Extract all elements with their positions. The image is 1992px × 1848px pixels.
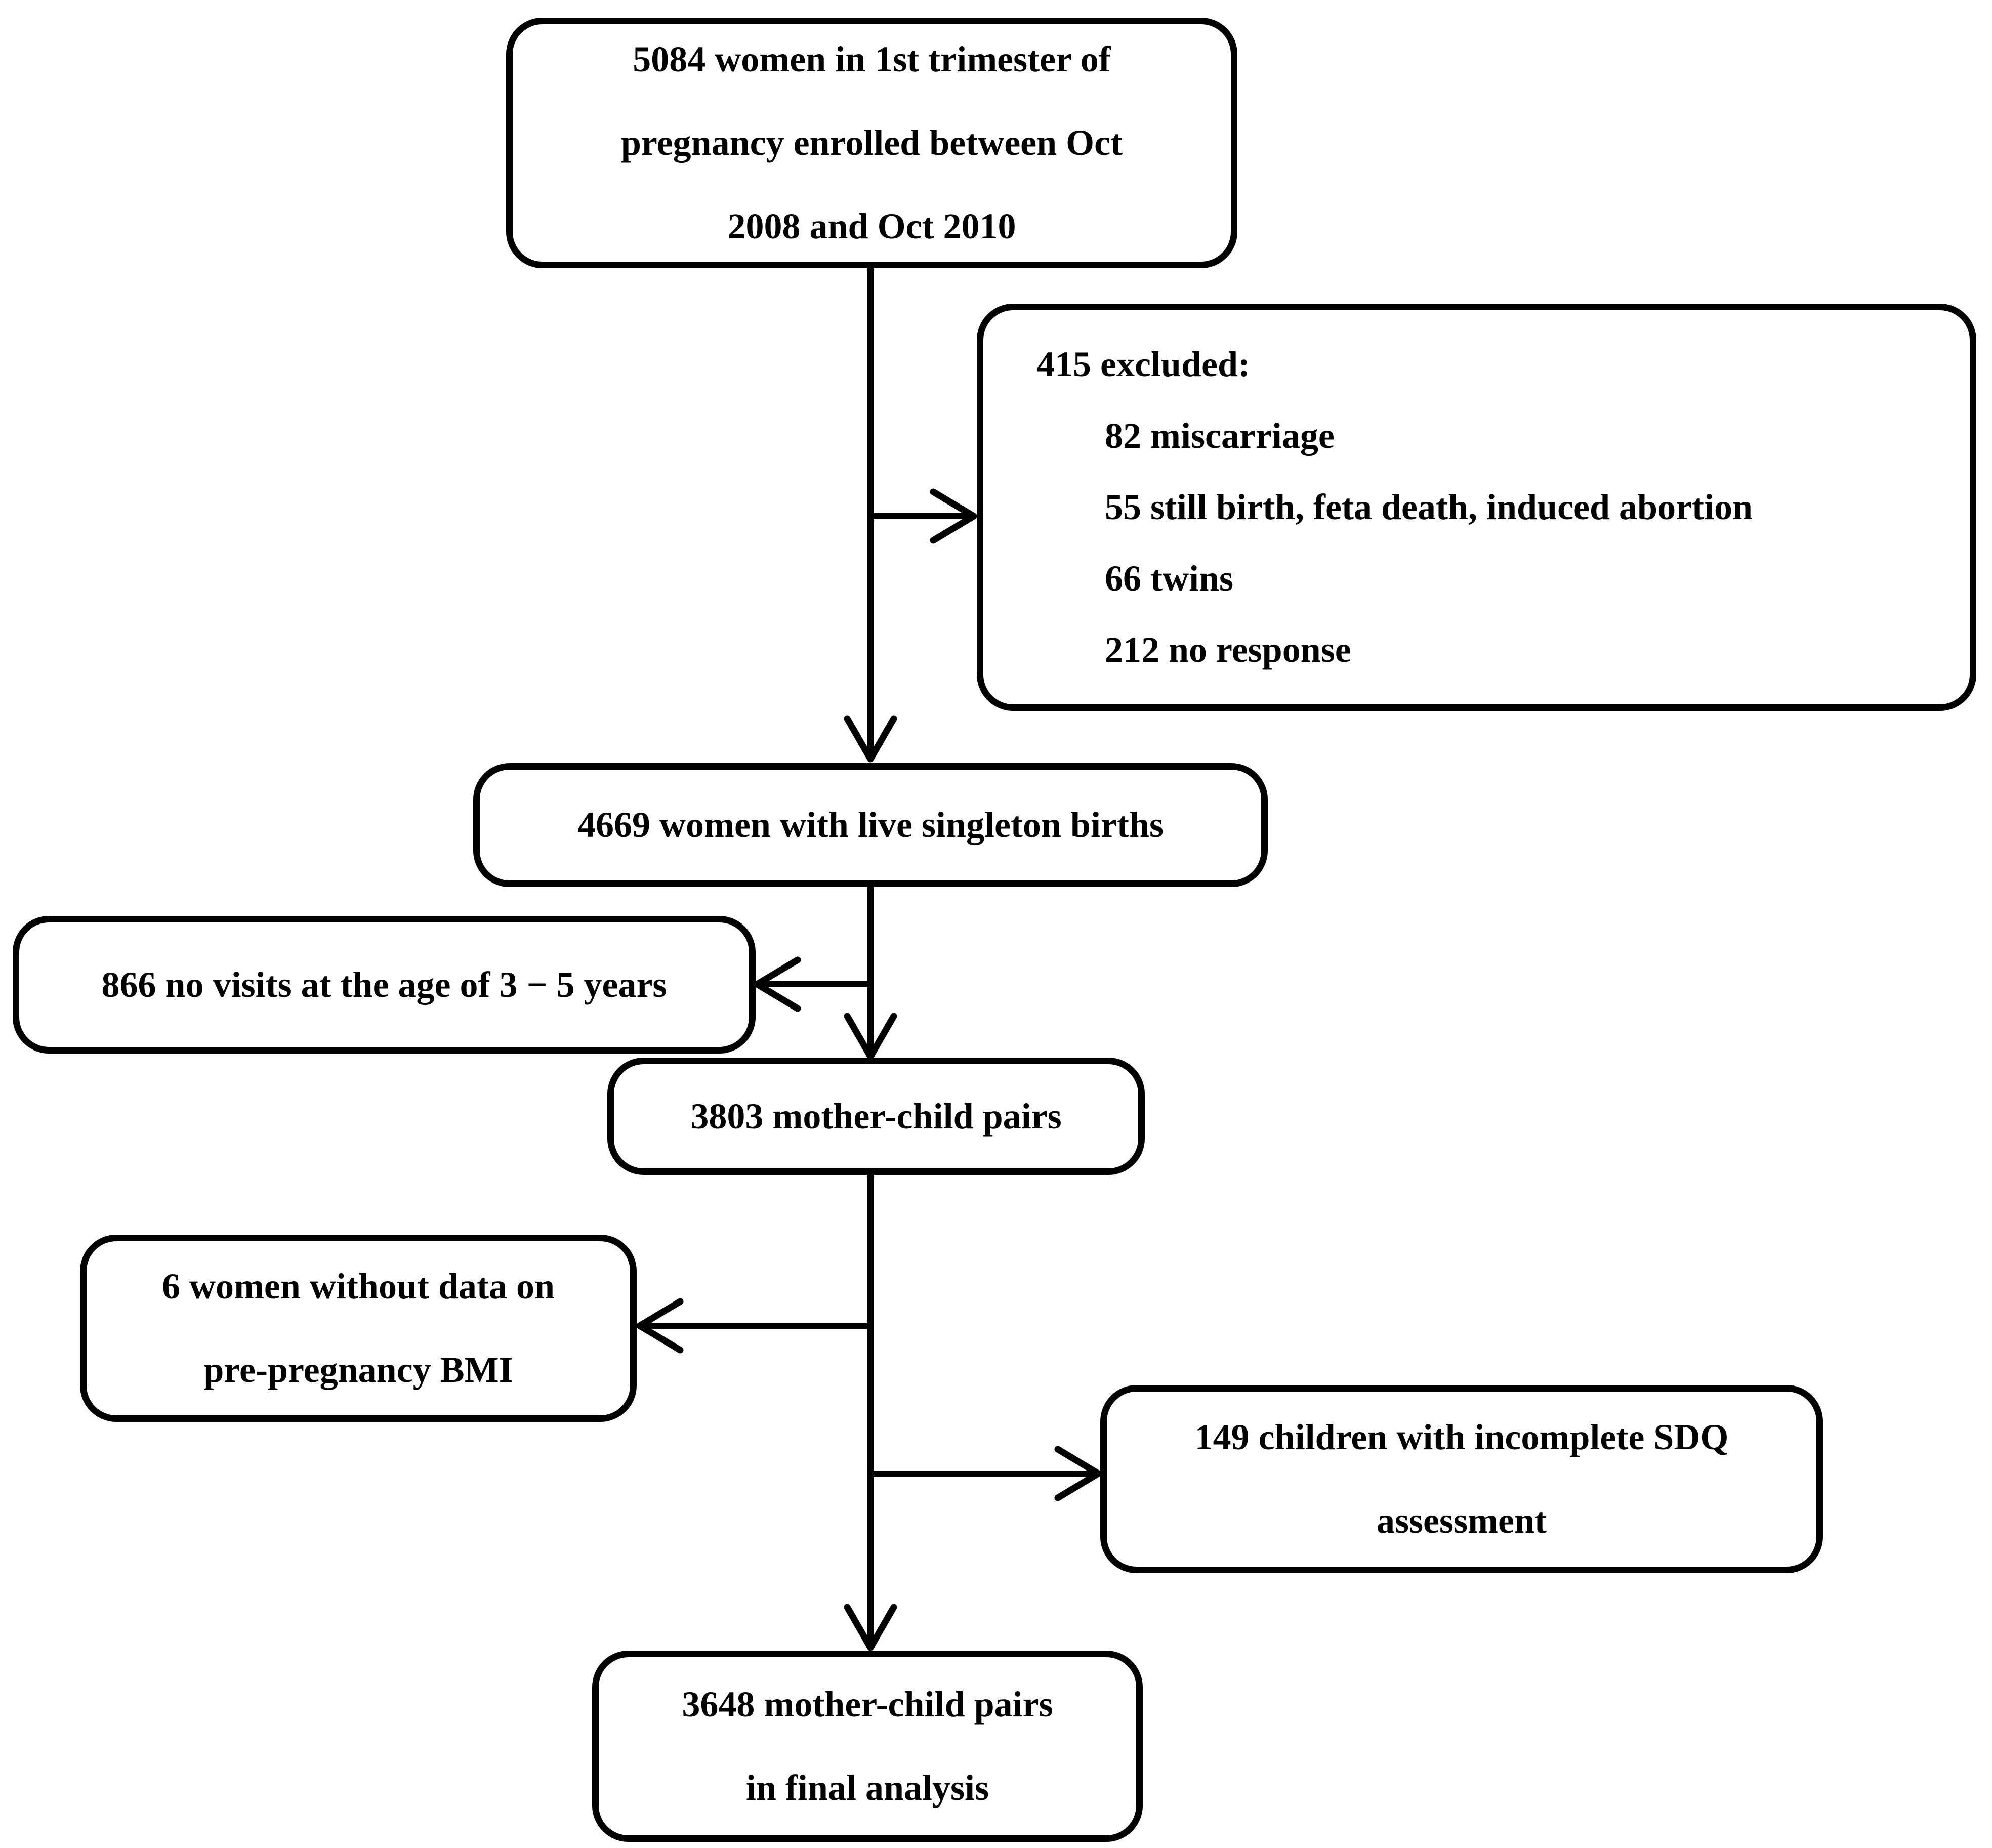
box-no-visits: 866 no visits at the age of 3 − 5 years bbox=[13, 916, 756, 1054]
box-incomplete-sdq-line-1: 149 children with incomplete SDQ bbox=[1194, 1417, 1729, 1457]
box-enrolled-line-2: pregnancy enrolled between Oct bbox=[620, 122, 1123, 163]
box-excluded-item-4: 212 no response bbox=[1105, 629, 1351, 670]
box-singleton-births-text: 4669 women with live singleton births bbox=[577, 805, 1164, 845]
arrowhead-down-icon bbox=[844, 1013, 897, 1060]
box-enrolled: 5084 women in 1st trimester of pregnancy… bbox=[506, 18, 1237, 268]
arrowhead-right-icon bbox=[930, 488, 977, 544]
arrowhead-left-icon bbox=[636, 1298, 684, 1354]
box-no-visits-text: 866 no visits at the age of 3 − 5 years bbox=[101, 964, 667, 1005]
box-no-bmi-line-2: pre-pregnancy BMI bbox=[203, 1350, 513, 1390]
box-excluded-item-3: 66 twins bbox=[1105, 558, 1234, 599]
box-final-analysis: 3648 mother-child pairs in final analysi… bbox=[592, 1651, 1143, 1842]
box-excluded-item-1: 82 miscarriage bbox=[1105, 415, 1335, 456]
box-excluded-item-2: 55 still birth, feta death, induced abor… bbox=[1105, 487, 1753, 527]
box-excluded: 415 excluded: 82 miscarriage 55 still bi… bbox=[977, 304, 1976, 711]
box-incomplete-sdq: 149 children with incomplete SDQ assessm… bbox=[1100, 1385, 1823, 1573]
arrowhead-left-icon bbox=[754, 956, 801, 1012]
box-enrolled-line-1: 5084 women in 1st trimester of bbox=[633, 39, 1111, 79]
box-no-bmi: 6 women without data on pre-pregnancy BM… bbox=[80, 1235, 637, 1422]
box-mother-child-pairs-text: 3803 mother-child pairs bbox=[690, 1096, 1062, 1137]
arrowhead-down-icon bbox=[844, 715, 897, 763]
box-no-bmi-line-1: 6 women without data on bbox=[161, 1266, 555, 1307]
box-excluded-content: 415 excluded: 82 miscarriage 55 still bi… bbox=[983, 329, 1970, 686]
arrowhead-right-icon bbox=[1054, 1446, 1102, 1501]
box-final-analysis-line-1: 3648 mother-child pairs bbox=[682, 1684, 1053, 1725]
box-final-analysis-line-2: in final analysis bbox=[745, 1768, 989, 1808]
box-mother-child-pairs: 3803 mother-child pairs bbox=[607, 1058, 1145, 1175]
box-excluded-title: 415 excluded: bbox=[1036, 344, 1250, 385]
box-singleton-births: 4669 women with live singleton births bbox=[473, 763, 1268, 887]
box-incomplete-sdq-line-2: assessment bbox=[1377, 1500, 1547, 1541]
arrowhead-down-icon bbox=[844, 1604, 897, 1651]
box-enrolled-line-3: 2008 and Oct 2010 bbox=[727, 206, 1016, 246]
